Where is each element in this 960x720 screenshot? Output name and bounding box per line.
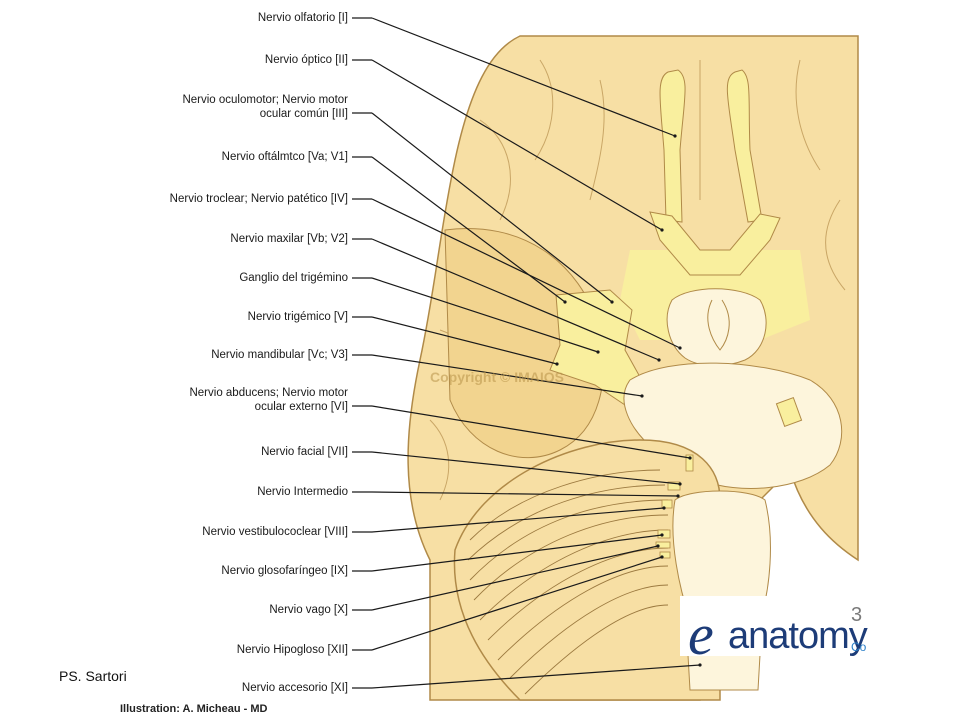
- logo-suffix: Co: [851, 640, 867, 654]
- leader-line: [371, 491, 679, 497]
- nerve-label-line: Nervio Intermedio: [257, 486, 348, 498]
- nerve-label-line: Nervio óptico [II]: [264, 54, 348, 66]
- illustration-credit: Illustration: A. Micheau - MD: [120, 703, 268, 715]
- logo-superscript: 3: [851, 604, 863, 626]
- leader-endpoint: [610, 300, 614, 304]
- leader-line: [371, 556, 663, 651]
- nerve-label: Nervio abducens; Nervio motor ocular exte…: [189, 386, 348, 414]
- nerve-label-line: Nervio facial [VII]: [261, 446, 348, 458]
- leader-endpoint: [555, 362, 559, 366]
- nerve-label-line: Nervio oftálmtco [Va; V1]: [221, 151, 348, 163]
- leader-lines: [352, 17, 702, 689]
- cerebellar-folia: [467, 469, 669, 695]
- nerve-label-line: Nervio troclear; Nervio patético [IV]: [169, 193, 348, 205]
- nerve-label-line: Nervio mandibular [Vc; V3]: [211, 349, 348, 361]
- pons-nerve-stub: [775, 397, 803, 427]
- nerve-label-line: Nervio vago [X]: [269, 604, 348, 616]
- nerve-label-line: Nervio accesorio [XI]: [241, 682, 348, 694]
- midbrain-fold: [707, 299, 730, 351]
- medulla: [672, 490, 771, 621]
- leader-line: [371, 277, 599, 353]
- leader-endpoint: [678, 482, 682, 486]
- nerve-label-line: Nervio olfatorio [I]: [257, 12, 348, 24]
- leader-line: [371, 354, 643, 397]
- leader-line: [371, 405, 691, 459]
- leader-endpoint: [660, 533, 664, 537]
- nerve-label: Nervio vago [X]: [269, 603, 348, 617]
- logo-box: [680, 596, 858, 656]
- leader-line: [371, 59, 663, 231]
- nerve-label-line: Nervio trigémico [V]: [247, 311, 348, 323]
- leader-endpoint: [596, 350, 600, 354]
- leader-line: [371, 507, 665, 533]
- leader-endpoint: [688, 456, 692, 460]
- leader-endpoint: [656, 544, 660, 548]
- nerve-label: Nervio vestibulococlear [VIII]: [202, 525, 348, 539]
- nerve-label: Nervio accesorio [XI]: [242, 681, 348, 695]
- leader-endpoint: [657, 358, 661, 362]
- leader-endpoint: [673, 134, 677, 138]
- leader-endpoint: [660, 555, 664, 559]
- leader-endpoint: [563, 300, 567, 304]
- nerve-label: Nervio olfatorio [I]: [258, 11, 348, 25]
- copyright-watermark: Copyright © IMAIOS: [430, 369, 564, 385]
- leader-endpoint: [676, 494, 680, 498]
- nerve-label-line: Nervio vestibulococlear [VIII]: [202, 526, 348, 538]
- leader-endpoint: [678, 346, 682, 350]
- leader-line: [371, 316, 558, 365]
- leader-endpoint: [640, 394, 644, 398]
- leader-endpoint: [662, 506, 666, 510]
- nerve-label: Nervio oftálmtco [Va; V1]: [222, 150, 348, 164]
- nerve-label-line: Nervio abducens; Nervio motor: [189, 387, 348, 399]
- leader-endpoint: [698, 663, 702, 667]
- leader-line: [371, 156, 566, 303]
- nerve-rootlets: [655, 454, 694, 559]
- leader-line: [371, 545, 659, 611]
- leader-endpoint: [660, 228, 664, 232]
- leader-line: [371, 238, 660, 361]
- nerve-label-line: Nervio glosofaríngeo [IX]: [221, 565, 348, 577]
- nerve-label-line: Nervio Hipogloso [XII]: [236, 644, 348, 656]
- leader-line: [371, 17, 676, 137]
- leader-line: [371, 534, 663, 572]
- nerve-label: Nervio mandibular [Vc; V3]: [211, 348, 348, 362]
- nerve-label-line: ocular común [III]: [259, 108, 348, 120]
- nerve-label: Nervio oculomotor; Nervio motor ocular co…: [182, 93, 348, 121]
- optic-chiasm: [649, 211, 781, 276]
- nerve-label: Nervio trigémico [V]: [248, 310, 348, 324]
- nerve-label: Nervio Hipogloso [XII]: [237, 643, 348, 657]
- leader-line: [371, 664, 701, 689]
- nerve-label-line: Nervio maxilar [Vb; V2]: [230, 233, 348, 245]
- nerve-label: Ganglio del trigémino: [239, 271, 348, 285]
- olfactory-tract-left: [659, 69, 686, 223]
- cerebellum: [453, 439, 721, 701]
- nerve-label: Nervio maxilar [Vb; V2]: [230, 232, 348, 246]
- leader-line: [371, 198, 681, 349]
- leader-line: [371, 112, 613, 303]
- nerve-label: Nervio facial [VII]: [261, 445, 348, 459]
- leader-line: [371, 451, 681, 485]
- logo-e-glyph: e: [688, 602, 714, 667]
- author-signature: PS. Sartori: [59, 668, 127, 684]
- midbrain: [666, 288, 767, 367]
- nerve-label: Nervio troclear; Nervio patético [IV]: [170, 192, 348, 206]
- nerve-label: Nervio óptico [II]: [265, 53, 348, 67]
- nerve-label-line: Nervio oculomotor; Nervio motor: [182, 94, 348, 106]
- nerve-label-line: Ganglio del trigémino: [239, 272, 348, 284]
- logo-wordmark: anatomy: [728, 615, 868, 657]
- nerve-label-line: ocular externo [VI]: [254, 401, 348, 413]
- nerve-label: Nervio glosofaríngeo [IX]: [221, 564, 348, 578]
- nerve-label: Nervio Intermedio: [257, 485, 348, 499]
